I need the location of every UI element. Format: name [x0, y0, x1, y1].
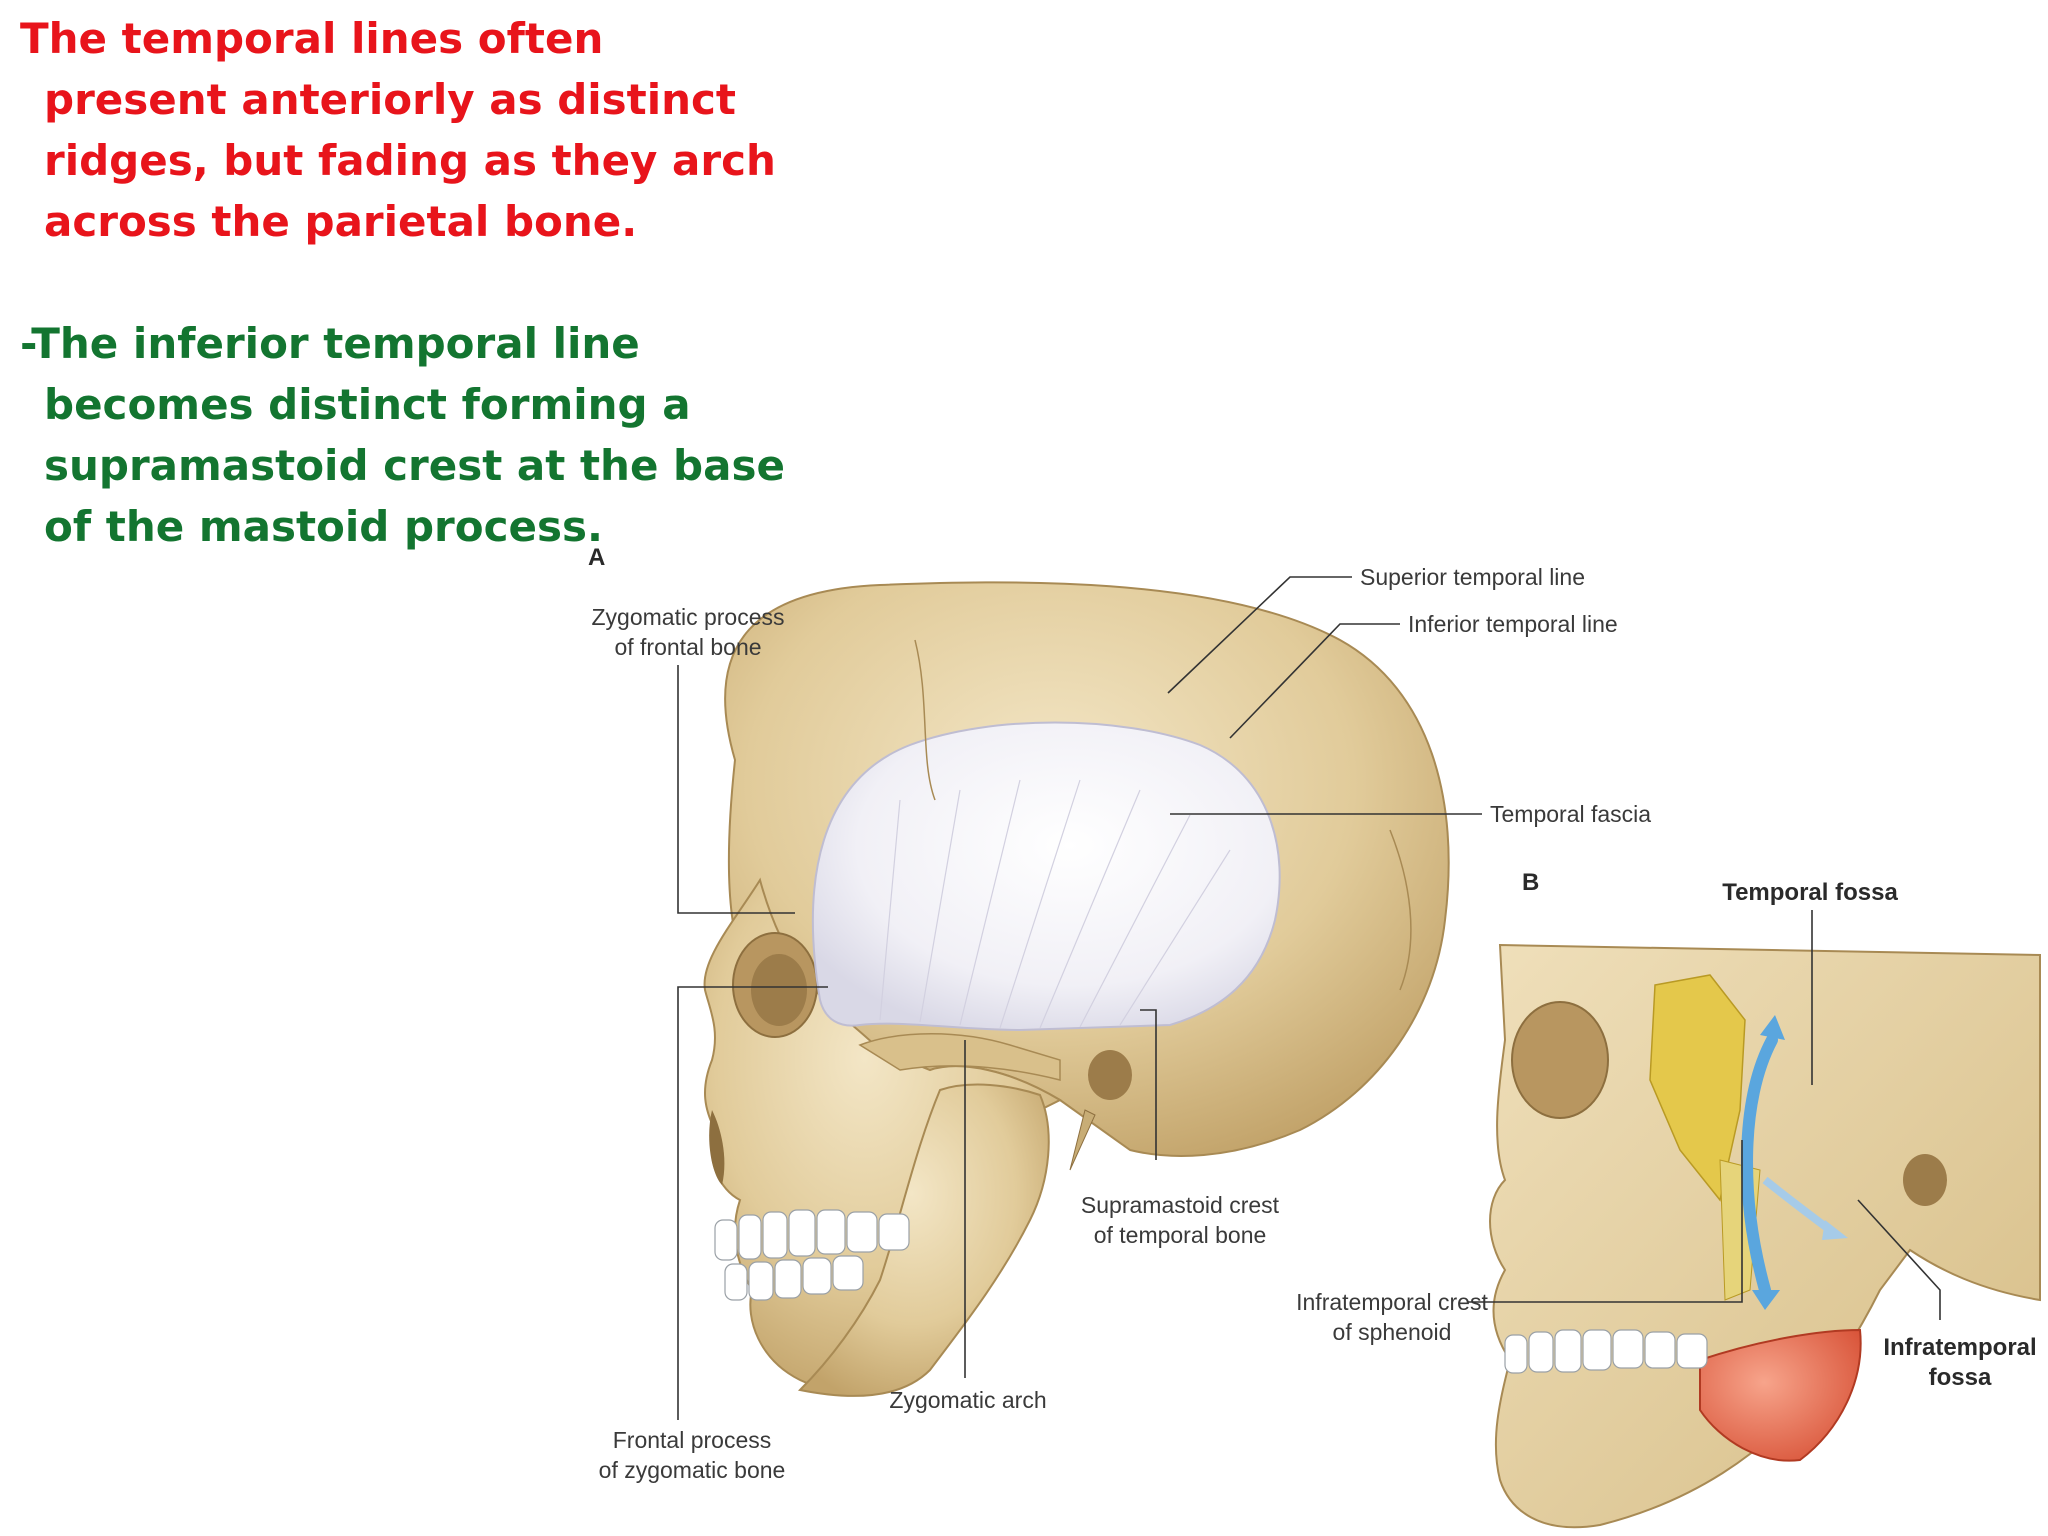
teeth-b: [1504, 1329, 1708, 1374]
label-superior-temporal-line: Superior temporal line: [1360, 564, 1585, 590]
external-acoustic-meatus: [1088, 1050, 1132, 1100]
nasal-aperture: [709, 1110, 725, 1185]
leader-infratemporal-fossa: [1857, 1199, 1941, 1320]
leader-supramastoid: [1140, 1009, 1157, 1160]
figure-a-labels: Zygomatic process of frontal bone Superi…: [591, 564, 1651, 1483]
leader-zygomatic-process: [677, 665, 795, 914]
figure-b-labels: Temporal fossa Infratemporal crest of sp…: [1296, 879, 2037, 1391]
label-supramastoid-line2: of temporal bone: [1094, 1222, 1267, 1248]
lambdoid-suture: [1389, 829, 1412, 991]
label-supramastoid-line1: Supramastoid crest: [1081, 1192, 1280, 1218]
red-note: The temporal lines often present anterio…: [20, 8, 776, 252]
label-temporal-fossa: Temporal fossa: [1722, 879, 1898, 906]
muscle-shape: [1699, 1328, 1862, 1462]
blue-arrowhead-side: [1822, 1220, 1848, 1240]
ear-b: [1903, 1154, 1947, 1206]
leader-inferior-temporal-line: [1229, 623, 1400, 739]
green-note-line-1: -The inferior temporal line: [20, 319, 640, 368]
fascia-striations: [879, 779, 1231, 1029]
skull-a: [703, 581, 1450, 1397]
label-infratemporal-crest-line1: Infratemporal crest: [1296, 1289, 1488, 1315]
label-infratemporal-fossa-line2: fossa: [1929, 1364, 1992, 1391]
panel-label-a: A: [588, 544, 605, 571]
panel-label-b: B: [1522, 869, 1539, 896]
green-note-line-2: becomes distinct forming a: [44, 380, 691, 429]
green-note-line-3: supramastoid crest at the base: [44, 441, 785, 490]
teeth-a: [714, 1209, 910, 1301]
zygomatic-arch-shape: [858, 1033, 1061, 1081]
blue-arrowhead-up: [1760, 1015, 1785, 1040]
label-inferior-temporal-line: Inferior temporal line: [1408, 611, 1618, 637]
skull-b: [1489, 943, 2041, 1529]
orbit-b: [1511, 1001, 1609, 1119]
yellow-region: [1649, 974, 1746, 1202]
blue-arrowhead-down: [1752, 1290, 1780, 1310]
red-note-line-2: present anteriorly as distinct: [44, 75, 736, 124]
label-zygomatic-process-line1: Zygomatic process: [591, 604, 784, 630]
green-note-line-4: of the mastoid process.: [44, 502, 603, 551]
green-note: -The inferior temporal line becomes dist…: [20, 313, 785, 557]
label-temporal-fascia: Temporal fascia: [1490, 801, 1651, 827]
label-zygomatic-arch: Zygomatic arch: [889, 1387, 1046, 1413]
leader-infratemporal-crest: [1468, 1140, 1743, 1303]
styloid-process: [1069, 1109, 1096, 1171]
coronal-suture: [914, 639, 936, 801]
leader-superior-temporal-line: [1167, 576, 1352, 694]
notes-panel: The temporal lines often present anterio…: [20, 8, 785, 557]
red-note-line-3: ridges, but fading as they arch: [44, 136, 776, 185]
leader-frontal-process: [677, 986, 828, 1420]
label-infratemporal-crest-line2: of sphenoid: [1333, 1319, 1452, 1345]
label-frontal-process-line1: Frontal process: [613, 1427, 772, 1453]
temporal-fascia-shape: [811, 721, 1281, 1032]
label-frontal-process-line2: of zygomatic bone: [599, 1457, 786, 1483]
red-note-line-4: across the parietal bone.: [44, 197, 638, 246]
mandible-shape: [797, 1083, 1050, 1397]
red-note-line-1: The temporal lines often: [20, 14, 604, 63]
skull-b-shape: [1489, 943, 2041, 1529]
label-infratemporal-fossa-line1: Infratemporal: [1883, 1334, 2036, 1361]
blue-arrow-side: [1762, 1176, 1833, 1234]
label-zygomatic-process-line2: of frontal bone: [614, 634, 761, 660]
orbit-inner: [751, 954, 807, 1026]
blue-arrow-down: [1741, 1034, 1778, 1296]
